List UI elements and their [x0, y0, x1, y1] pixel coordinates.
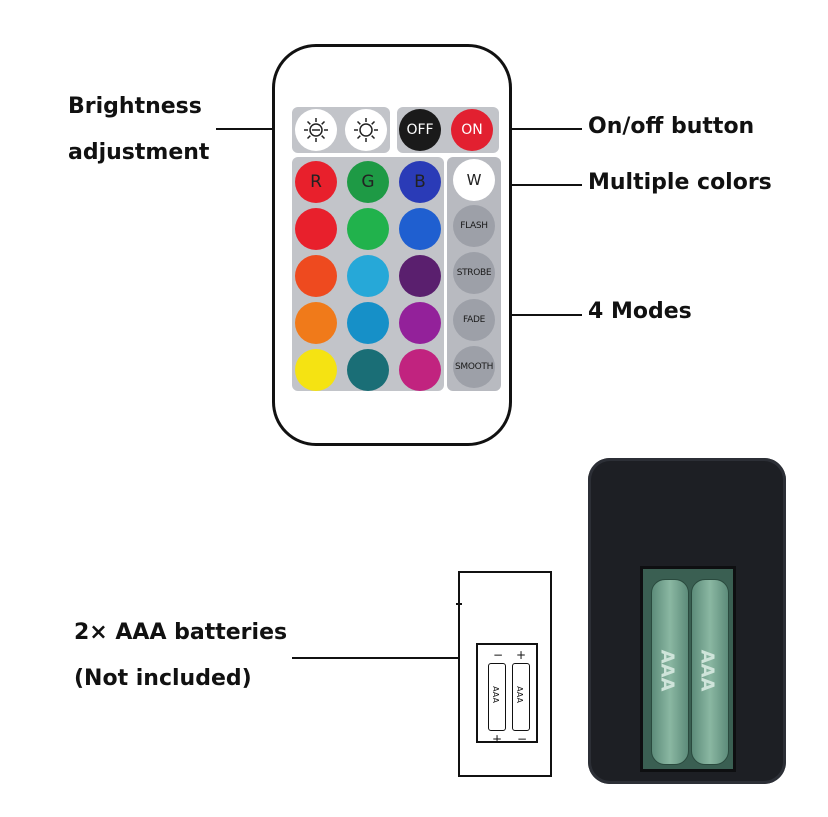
diagram-terminal-plus-left: +	[492, 732, 503, 746]
sun-bright-icon	[354, 118, 378, 142]
brightness-up-button[interactable]	[345, 109, 387, 151]
brightness-down-button[interactable]	[295, 109, 337, 151]
modes-leader-line	[468, 314, 582, 316]
color-button-r2c2[interactable]	[347, 208, 389, 250]
onoff-label: On/off button	[588, 114, 755, 139]
diagram-battery-cell-left: − AAA +	[488, 648, 506, 746]
color-button-r1c3[interactable]: B	[399, 161, 441, 203]
color-button-r2c1[interactable]	[295, 208, 337, 250]
color-button-r5c3[interactable]	[399, 349, 441, 391]
color-button-r1c1[interactable]: R	[295, 161, 337, 203]
sun-dim-icon	[304, 118, 328, 142]
battery-diagram: − AAA + + AAA −	[456, 571, 552, 777]
on-button[interactable]: ON	[451, 109, 493, 151]
batteries-label-line1: 2× AAA batteries	[74, 620, 288, 645]
mode-button-smooth[interactable]: SMOOTH	[453, 346, 495, 388]
color-button-r1c2[interactable]: G	[347, 161, 389, 203]
white-button[interactable]: W	[453, 159, 495, 201]
colors-label: Multiple colors	[588, 170, 772, 195]
onoff-leader-line	[472, 128, 582, 130]
brightness-label-line2: adjustment	[68, 140, 210, 165]
battery-bay: AAA AAA	[640, 566, 736, 772]
remote-back-photo: AAA AAA	[588, 458, 786, 784]
color-button-r3c3[interactable]	[399, 255, 441, 297]
color-button-r3c2[interactable]	[347, 255, 389, 297]
bay-cell-label-right: AAA	[696, 649, 718, 692]
diagram-terminal-plus-right: +	[516, 648, 527, 662]
color-button-r4c1[interactable]	[295, 302, 337, 344]
mode-button-strobe[interactable]: STROBE	[453, 252, 495, 294]
battery-bay-cell-left: AAA	[651, 579, 689, 765]
batteries-label-line2: (Not included)	[74, 666, 252, 691]
battery-bay-cell-right: AAA	[691, 579, 729, 765]
bay-cell-label-left: AAA	[656, 649, 678, 692]
colors-leader-line	[478, 184, 582, 186]
diagram-terminal-minus-left: −	[493, 648, 504, 662]
brightness-leader-line	[216, 128, 312, 130]
off-button[interactable]: OFF	[399, 109, 441, 151]
diagram-tab	[456, 603, 462, 605]
diagram-cell-label-right: AAA	[514, 686, 524, 703]
diagram-battery-compartment: − AAA + + AAA −	[476, 643, 538, 746]
color-button-r4c2[interactable]	[347, 302, 389, 344]
mode-button-flash[interactable]: FLASH	[453, 205, 495, 247]
brightness-label-line1: Brightness	[68, 94, 202, 119]
color-button-r5c1[interactable]	[295, 349, 337, 391]
batteries-leader-line	[292, 657, 474, 659]
color-button-r4c3[interactable]	[399, 302, 441, 344]
modes-label: 4 Modes	[588, 299, 692, 324]
color-button-r5c2[interactable]	[347, 349, 389, 391]
diagram-terminal-minus-right: −	[517, 732, 528, 746]
color-button-r2c3[interactable]	[399, 208, 441, 250]
color-button-r3c1[interactable]	[295, 255, 337, 297]
mode-button-fade[interactable]: FADE	[453, 299, 495, 341]
diagram-cell-label-left: AAA	[490, 686, 500, 703]
diagram-battery-cell-right: + AAA −	[512, 648, 530, 746]
